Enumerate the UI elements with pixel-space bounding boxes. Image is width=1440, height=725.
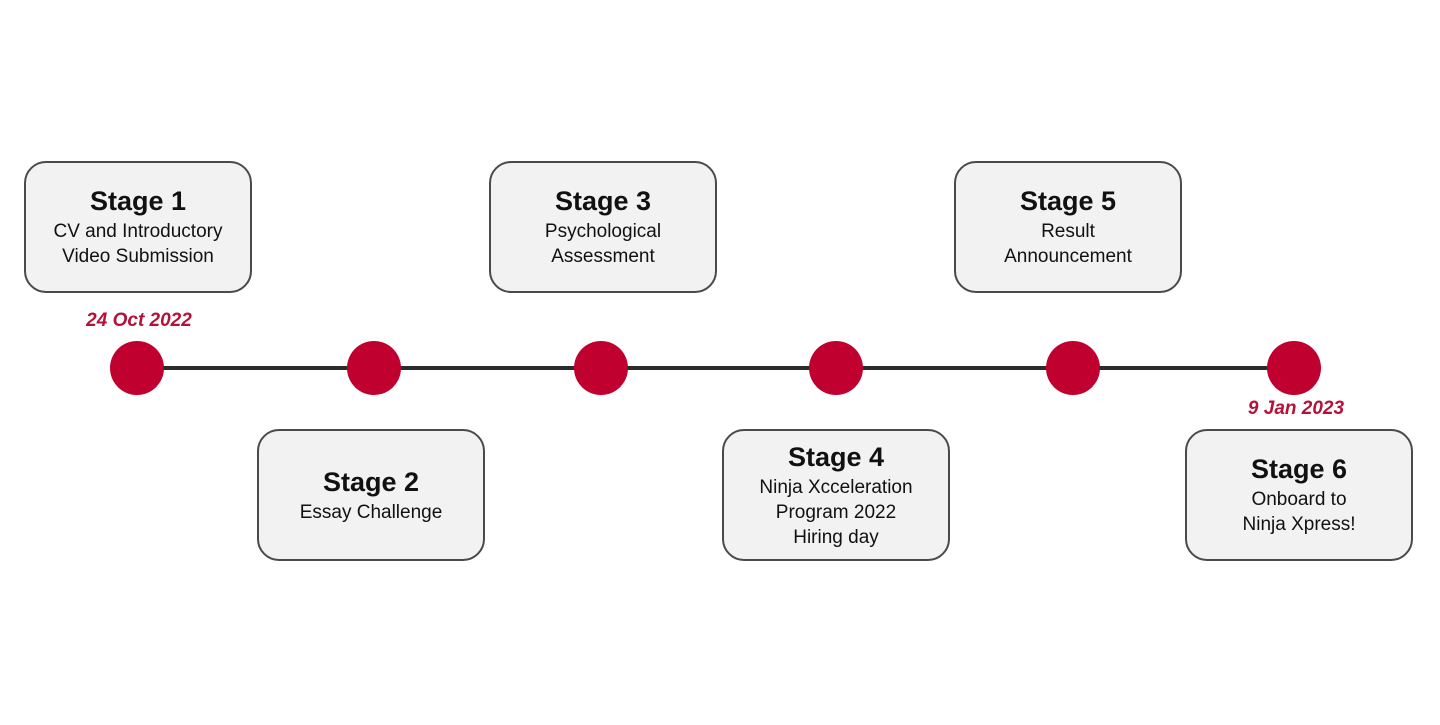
stage-title: Stage 6 bbox=[1250, 454, 1348, 484]
stage-title: Stage 1 bbox=[89, 186, 187, 216]
stage-card-6: Stage 6 Onboard to Ninja Xpress! bbox=[1185, 429, 1413, 561]
stage-description: Onboard to Ninja Xpress! bbox=[1242, 489, 1356, 535]
end-date-label: 9 Jan 2023 bbox=[1247, 398, 1345, 419]
stage-card-1: Stage 1 CV and Introductory Video Submis… bbox=[24, 161, 252, 293]
timeline-dot-stage-1 bbox=[110, 341, 164, 395]
stage-description: Ninja Xcceleration Program 2022 Hiring d… bbox=[759, 476, 913, 548]
timeline-line bbox=[137, 366, 1294, 370]
stage-card-4: Stage 4 Ninja Xcceleration Program 2022 … bbox=[722, 429, 950, 561]
timeline-dot-stage-5 bbox=[1046, 341, 1100, 395]
stage-description: Psychological Assessment bbox=[544, 221, 662, 267]
stage-title: Stage 2 bbox=[322, 466, 420, 497]
stage-description: Result Announcement bbox=[1004, 221, 1132, 267]
timeline-dot-stage-6 bbox=[1267, 341, 1321, 395]
stage-card-5: Stage 5 Result Announcement bbox=[954, 161, 1182, 293]
stage-title: Stage 3 bbox=[554, 186, 652, 216]
timeline-dot-stage-3 bbox=[574, 341, 628, 395]
timeline-dot-stage-4 bbox=[809, 341, 863, 395]
stage-description: Essay Challenge bbox=[299, 501, 443, 523]
stage-description: CV and Introductory Video Submission bbox=[53, 221, 223, 267]
stage-title: Stage 4 bbox=[787, 441, 885, 472]
stage-card-3: Stage 3 Psychological Assessment bbox=[489, 161, 717, 293]
stage-title: Stage 5 bbox=[1019, 186, 1117, 216]
stage-card-2: Stage 2 Essay Challenge bbox=[257, 429, 485, 561]
start-date-label: 24 Oct 2022 bbox=[86, 310, 192, 331]
timeline-dot-stage-2 bbox=[347, 341, 401, 395]
